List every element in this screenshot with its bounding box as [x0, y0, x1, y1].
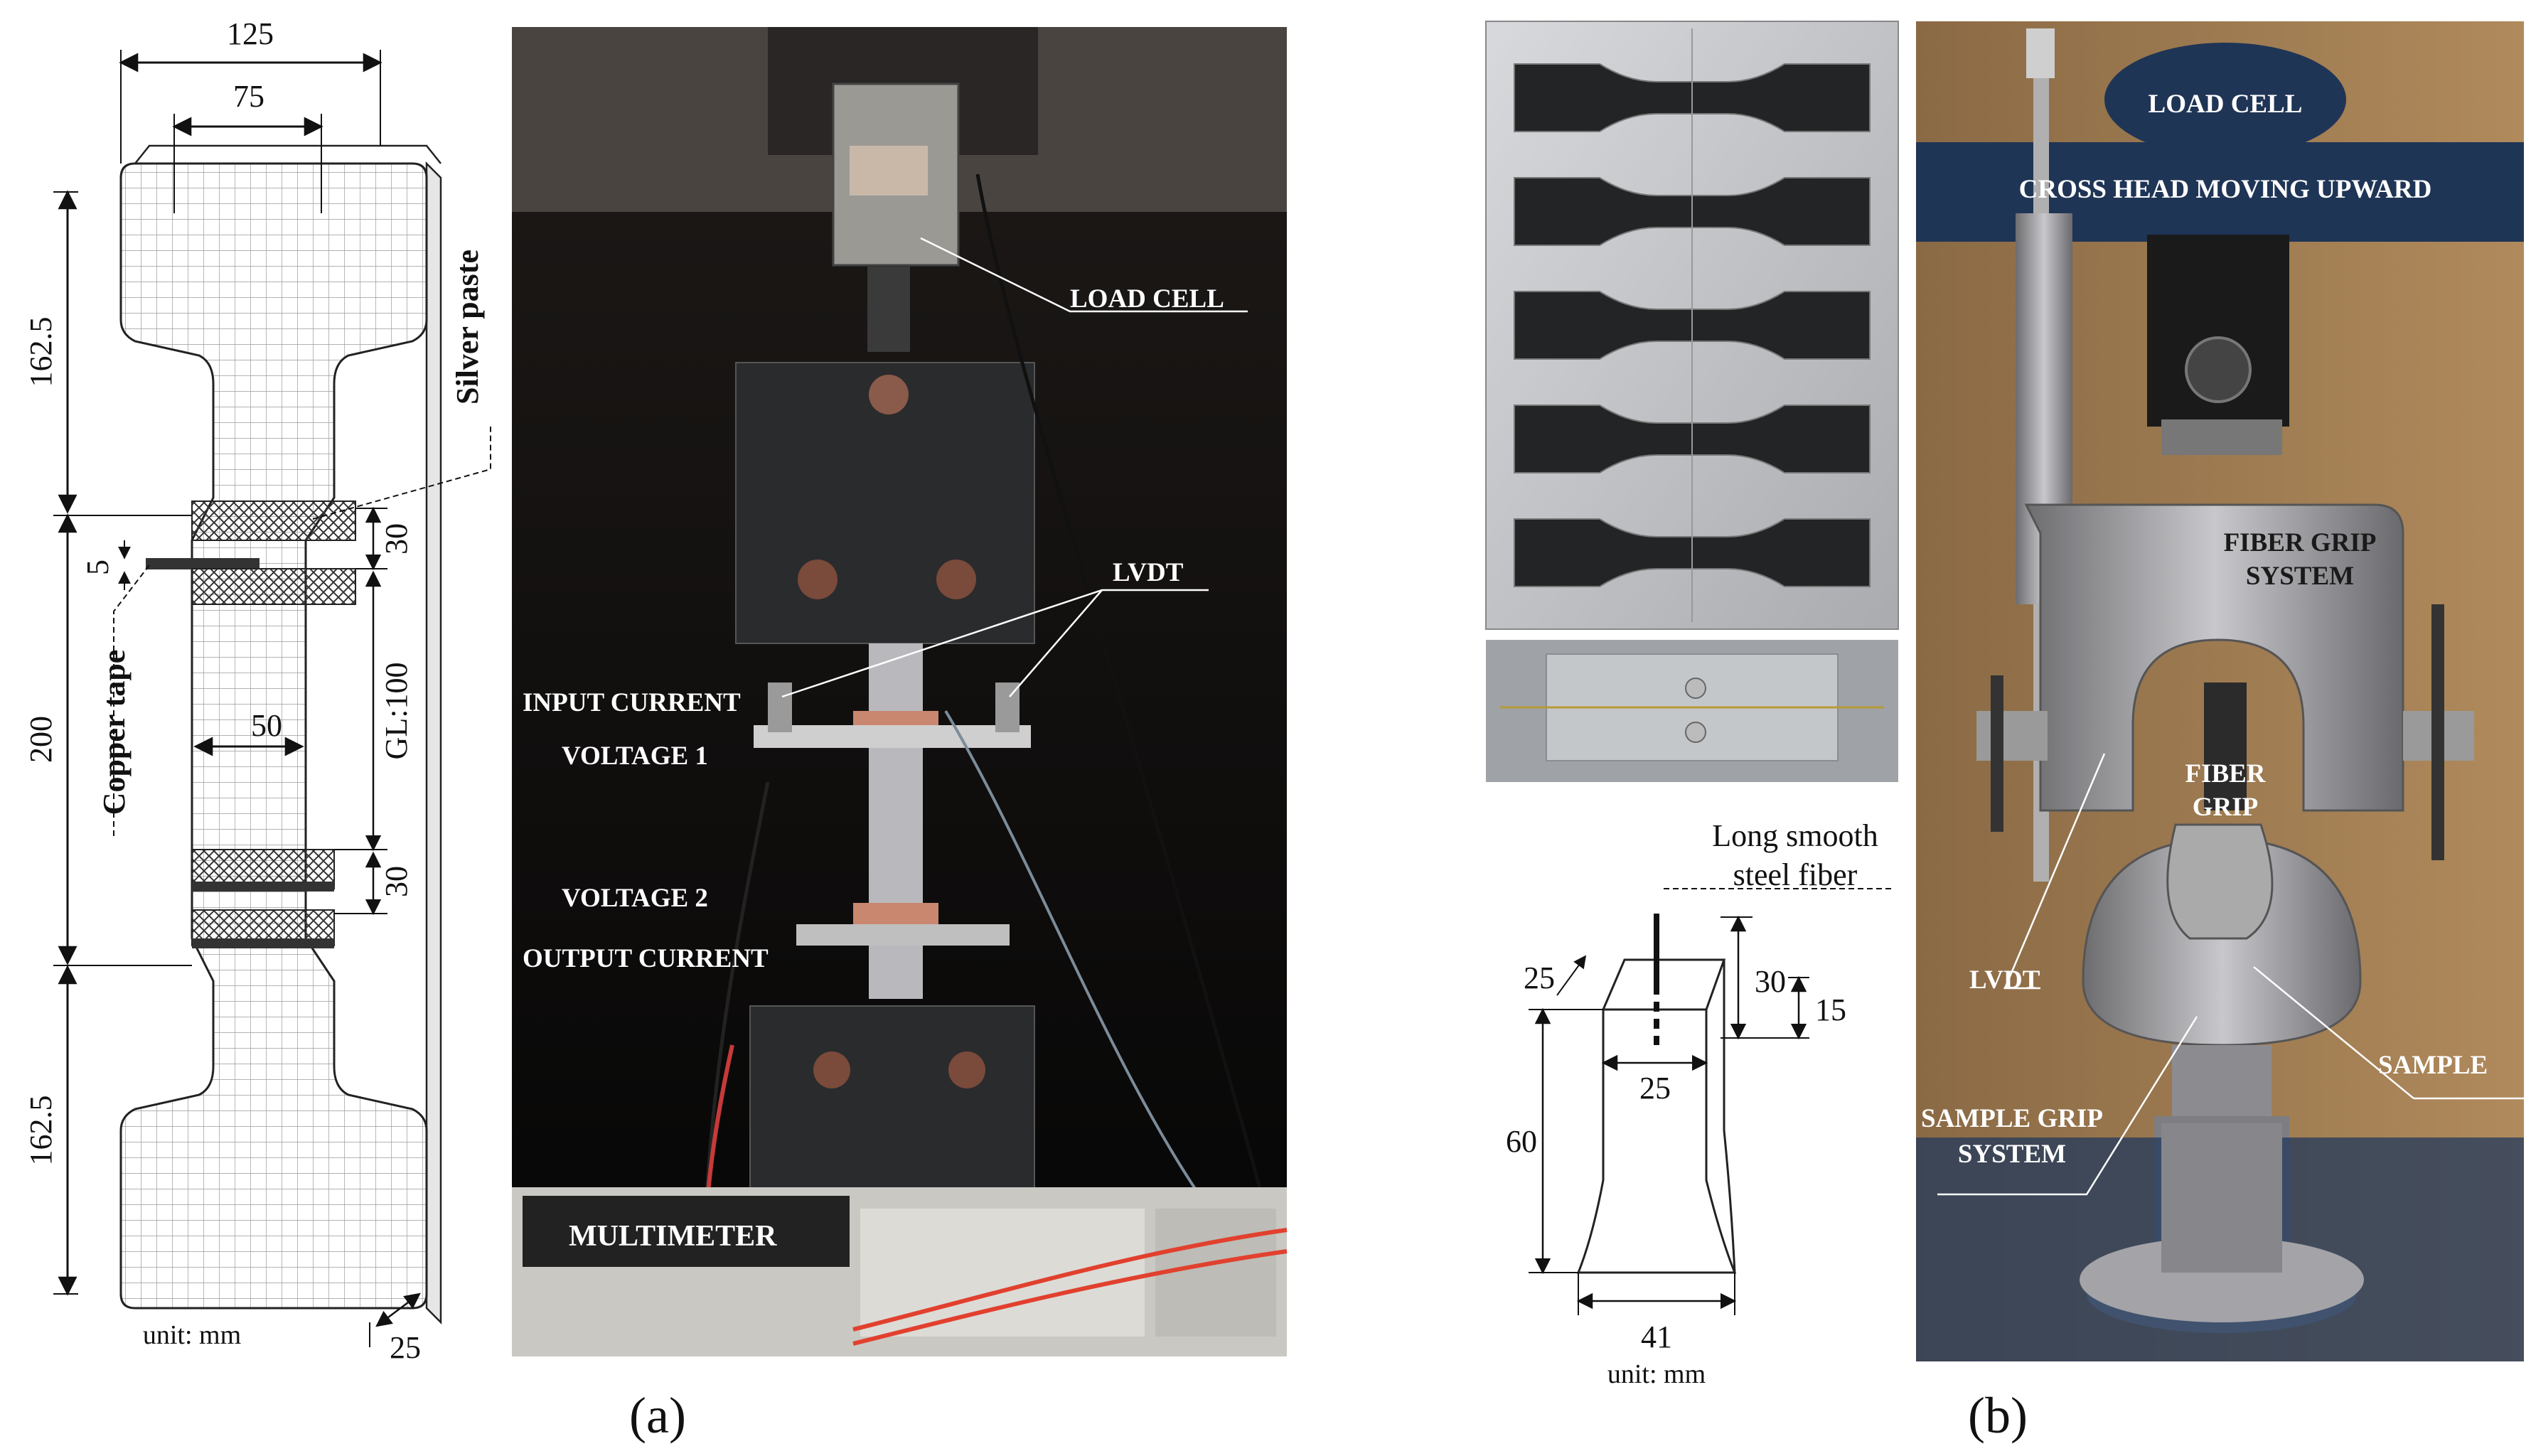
- dim-25-top-b: 25: [1524, 960, 1555, 995]
- fiber-grip-system-label-1: FIBER GRIP: [2224, 528, 2377, 557]
- sample-label: SAMPLE: [2378, 1051, 2488, 1080]
- dim-top-width: 125: [227, 16, 274, 51]
- dim-15-b: 15: [1815, 992, 1846, 1027]
- fiber-grip-system-label-2: SYSTEM: [2246, 562, 2354, 591]
- tensile-test-photo: LOAD CELL LVDT INPUT CURRENT VOLTAGE 1 V…: [512, 27, 1288, 1356]
- dim-head-length-bottom: 162.5: [23, 1096, 58, 1166]
- dim-middle-length: 200: [23, 716, 58, 763]
- copper-tape-label: Copper tape: [97, 650, 132, 815]
- dim-gauge-length: GL:100: [379, 663, 414, 760]
- fiber-grip-label-1: FIBER: [2185, 759, 2266, 788]
- sample-grip-label-2: SYSTEM: [1958, 1140, 2066, 1169]
- unit-label-a: unit: mm: [143, 1320, 241, 1350]
- dim-thickness: 25: [390, 1330, 421, 1365]
- silver-paste-label: Silver paste: [450, 250, 485, 405]
- pullout-test-photo: LOAD CELL CROSS HEAD MOVING UPWARD FIBER…: [1916, 21, 2524, 1361]
- voltage-1-label: VOLTAGE 1: [562, 742, 708, 771]
- voltage-2-label: VOLTAGE 2: [562, 884, 708, 913]
- silver-paste-band-top: [191, 500, 356, 541]
- dim-band-top: 30: [379, 523, 414, 555]
- multimeter-label: MULTIMETER: [569, 1220, 777, 1253]
- caption-b: (b): [1968, 1387, 2028, 1444]
- load-cell-device-b: [2104, 43, 2346, 156]
- load-cell-label-a: LOAD CELL: [1070, 284, 1224, 314]
- lvdt-label-b: LVDT: [1969, 965, 2040, 995]
- load-cell-label-b: LOAD CELL: [2149, 90, 2303, 119]
- fiber-grip-system: [2024, 503, 2404, 812]
- sample-piece: [2166, 823, 2274, 940]
- lower-grip: [749, 1005, 1035, 1213]
- fiber-sample-drawing: Long smooth steel fiber 30 15 25 25 60 4…: [1506, 818, 1891, 1389]
- output-current-label: OUTPUT CURRENT: [523, 944, 769, 973]
- lvdt-left: [768, 682, 792, 732]
- dim-neck-width: 75: [233, 79, 264, 114]
- dim-60-b: 60: [1506, 1124, 1537, 1159]
- copper-tape-top: [146, 558, 259, 569]
- fiber-label-line1: Long smooth: [1712, 818, 1878, 853]
- fiber-label-line2: steel fiber: [1733, 857, 1858, 892]
- dim-30-b: 30: [1755, 964, 1786, 999]
- dim-25-mid-b: 25: [1639, 1071, 1671, 1106]
- dim-copper-gap: 5: [80, 560, 115, 575]
- dim-width-mid: 50: [251, 708, 282, 743]
- sample-grip-system: [2082, 837, 2362, 1046]
- input-current-label: INPUT CURRENT: [523, 688, 741, 717]
- sample-grip-label-1: SAMPLE GRIP: [1921, 1104, 2103, 1133]
- cross-head-label: CROSS HEAD MOVING UPWARD: [2019, 175, 2432, 204]
- dim-band-bottom: 30: [379, 866, 414, 897]
- lvdt-label-a: LVDT: [1113, 558, 1184, 587]
- fiber-grip-label-2: GRIP: [2193, 793, 2259, 822]
- fiber-sample-photo: [1486, 640, 1898, 782]
- caption-a: (a): [629, 1387, 686, 1444]
- unit-label-b: unit: mm: [1607, 1359, 1706, 1389]
- dogbone-drawing: 125 75 162.5 200 162.5 5 30 GL:100 30 50…: [23, 16, 491, 1365]
- dim-head-length-top: 162.5: [23, 317, 58, 387]
- dim-41-b: 41: [1641, 1320, 1672, 1354]
- mold-photo: [1485, 21, 1899, 630]
